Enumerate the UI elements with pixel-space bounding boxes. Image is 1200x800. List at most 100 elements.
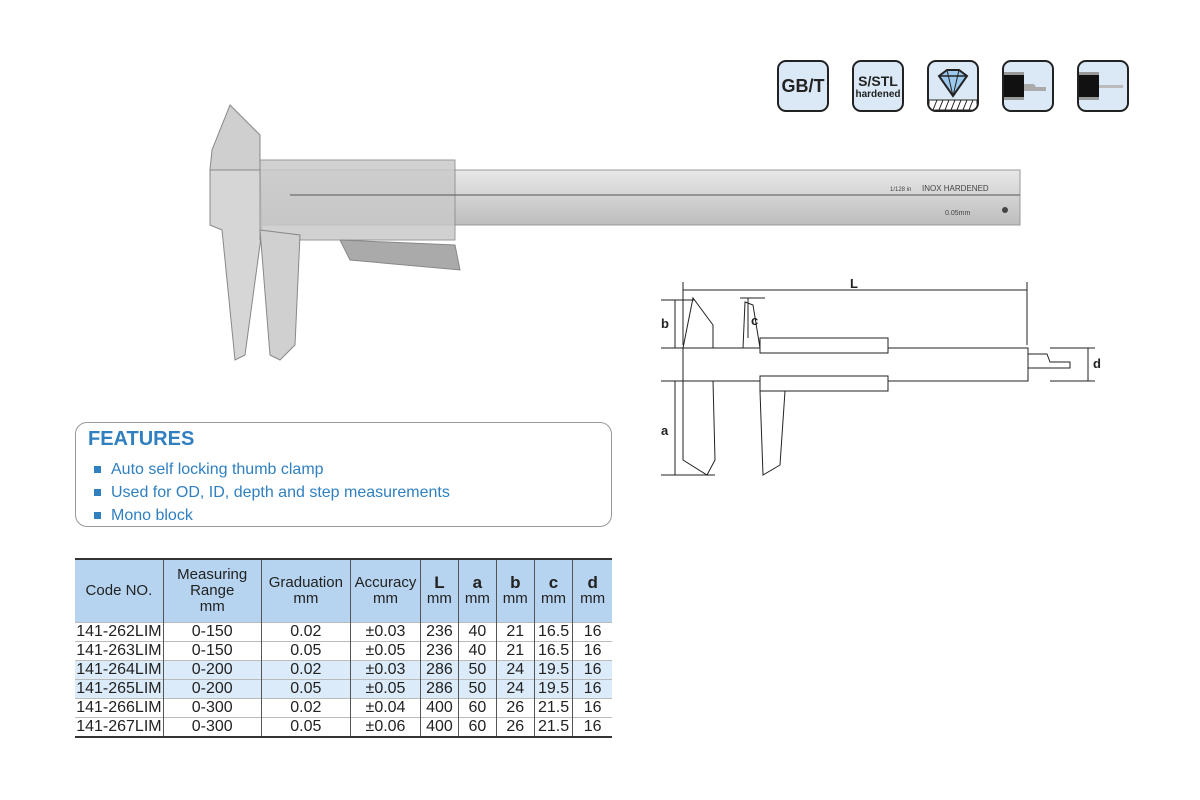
header-unit: mm: [502, 590, 528, 607]
fraction-text: 1/128 in: [890, 187, 911, 193]
dim-label-b: b: [661, 316, 669, 331]
icon-label: GB/T: [781, 75, 825, 96]
features-title: FEATURES: [88, 428, 195, 450]
diamond-hardness-icon: [927, 60, 979, 112]
table-cell: 16: [572, 679, 612, 699]
table-cell: 0-200: [162, 660, 262, 680]
header-label: Accuracy: [354, 574, 417, 591]
table-cell: 19.5: [533, 660, 573, 680]
table-cell: 24: [495, 679, 535, 699]
table-cell: 236: [419, 641, 459, 661]
table-cell: 0-200: [162, 679, 262, 699]
table-cell: 0-300: [162, 698, 262, 718]
table-cell: 0.02: [260, 622, 351, 642]
header-label: d: [587, 573, 598, 592]
table-cell: 24: [495, 660, 535, 680]
table-cell: 21.5: [533, 717, 573, 737]
dim-label-L: L: [850, 276, 858, 291]
table-cell: 0-150: [162, 622, 262, 642]
table-cell: ±0.05: [350, 679, 421, 699]
table-cell: 236: [419, 622, 459, 642]
table-cell: 0-150: [162, 641, 262, 661]
table-cell: 40: [457, 622, 497, 642]
dim-label-c: c: [751, 313, 758, 328]
table-cell: 50: [457, 660, 497, 680]
caliper-photo: 1/128 in INOX HARDENED 0.05mm: [209, 104, 1021, 361]
table-cell: 16: [572, 622, 612, 642]
gbt-standard-icon: GB/T: [777, 60, 829, 112]
table-cell: ±0.06: [350, 717, 421, 737]
table-cell: 141-264LIM: [75, 660, 164, 680]
table-cell: 0.05: [260, 717, 351, 737]
table-cell: 16.5: [533, 641, 573, 661]
dim-label-d: d: [1093, 356, 1101, 371]
table-cell: 16: [572, 641, 612, 661]
table-cell: ±0.05: [350, 641, 421, 661]
scale-text: INOX HARDENED: [922, 184, 989, 193]
header-unit: mm: [426, 590, 452, 607]
table-cell: 141-263LIM: [75, 641, 164, 661]
table-cell: 0.02: [260, 698, 351, 718]
table-cell: 16: [572, 660, 612, 680]
table-cell: 141-266LIM: [75, 698, 164, 718]
header-unit: mm: [373, 590, 398, 607]
header-label: a: [472, 573, 483, 592]
table-cell: 60: [457, 698, 497, 718]
dimension-diagram: L a b c d: [661, 276, 1101, 476]
table-cell: ±0.03: [350, 660, 421, 680]
table-cell: 141-265LIM: [75, 679, 164, 699]
table-cell: 50: [457, 679, 497, 699]
table-cell: 21: [495, 641, 535, 661]
table-cell: 0.05: [260, 641, 351, 661]
table-cell: 0-300: [162, 717, 262, 737]
table-cell: 0.05: [260, 679, 351, 699]
table-cell: 21: [495, 622, 535, 642]
table-cell: 19.5: [533, 679, 573, 699]
table-cell: 141-267LIM: [75, 717, 164, 737]
header-unit: mm: [464, 590, 490, 607]
table-cell: 400: [419, 717, 459, 737]
table-cell: 21.5: [533, 698, 573, 718]
header-label: Graduation: [268, 574, 343, 591]
table-cell: ±0.03: [350, 622, 421, 642]
graduation-text: 0.05mm: [945, 210, 970, 217]
dim-label-a: a: [661, 423, 669, 438]
features-box: FEATURES Auto self locking thumb clamp U…: [75, 422, 612, 527]
table-cell: 16: [572, 717, 612, 737]
feature-item: Used for OD, ID, depth and step measurem…: [94, 481, 450, 504]
header-unit: mm: [199, 598, 225, 615]
table-cell: 286: [419, 660, 459, 680]
table-cell: 0.02: [260, 660, 351, 680]
header-label: Measuring Range: [177, 566, 248, 599]
table-cell: 16: [572, 698, 612, 718]
header-unit: mm: [293, 590, 319, 607]
table-cell: 141-262LIM: [75, 622, 164, 642]
table-cell: 26: [495, 717, 535, 737]
table-cell: 16.5: [533, 622, 573, 642]
table-cell: 286: [419, 679, 459, 699]
icon-label: S/STL: [858, 72, 898, 89]
icon-sublabel: hardened: [855, 88, 901, 100]
header-label: c: [548, 573, 559, 592]
feature-item: Auto self locking thumb clamp: [94, 458, 450, 481]
header-label: L: [434, 573, 445, 592]
table-cell: 400: [419, 698, 459, 718]
depth-rod-round-icon: [1077, 60, 1129, 112]
feature-item: Mono block: [94, 504, 450, 527]
header-unit: mm: [580, 590, 606, 607]
depth-rod-flat-icon: [1002, 60, 1054, 112]
table-cell: 26: [495, 698, 535, 718]
